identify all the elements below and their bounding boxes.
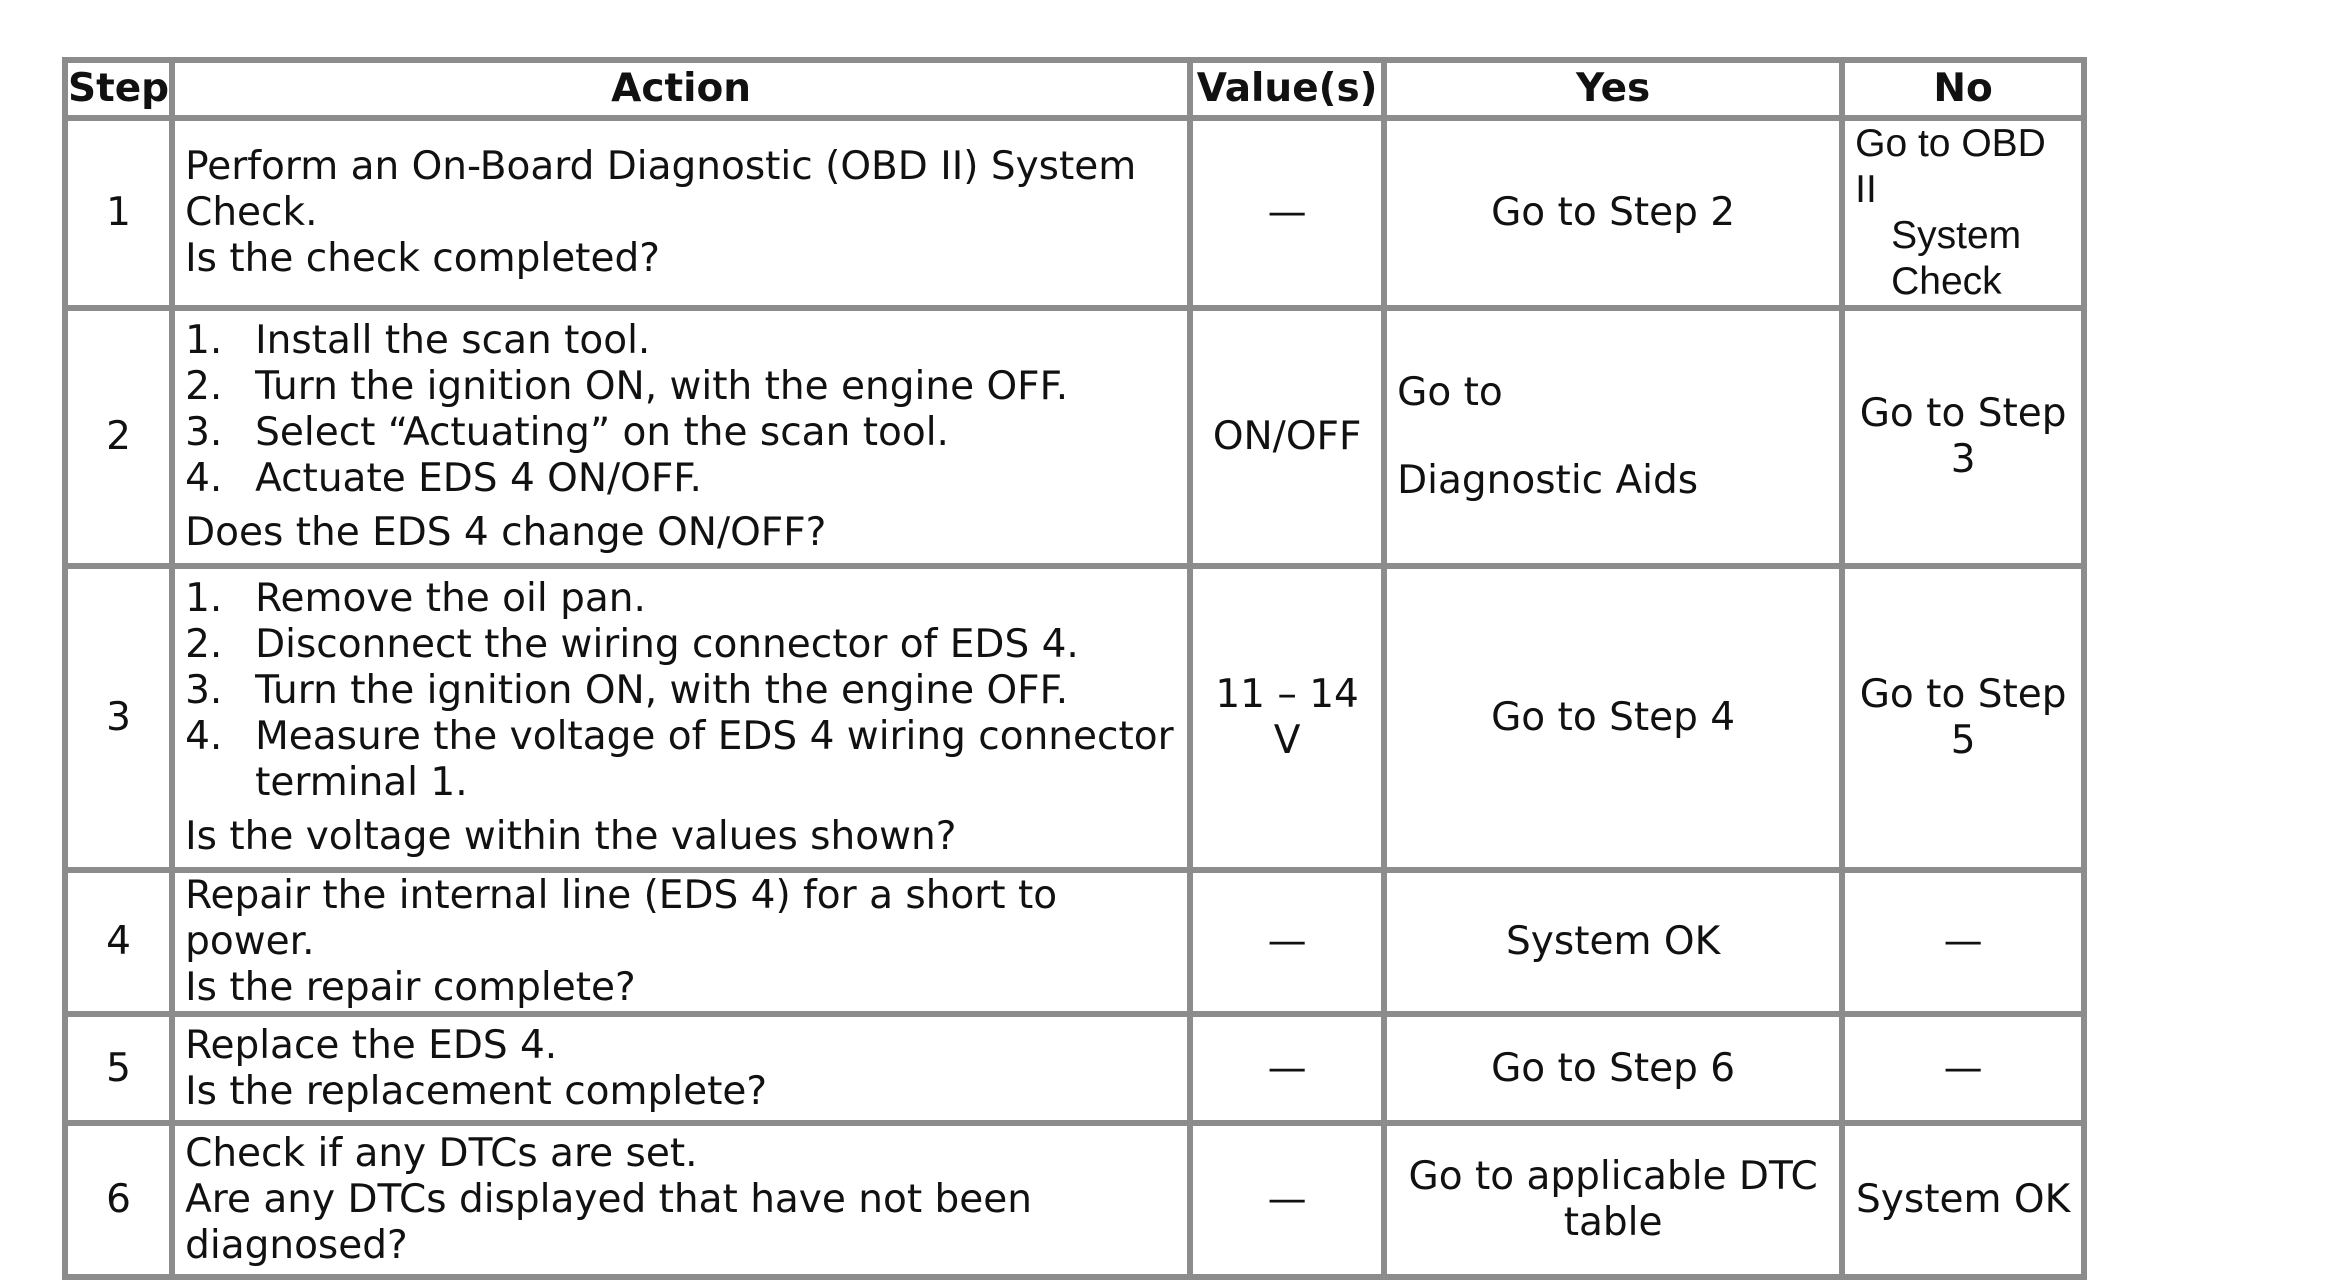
- no-line: System: [1891, 214, 2022, 257]
- no-line: Check: [1891, 260, 2002, 303]
- substep-item: 4. Measure the voltage of EDS 4 wiring co…: [185, 714, 1177, 806]
- table-row: 4 Repair the internal line (EDS 4) for a…: [68, 873, 2082, 1011]
- action-line: Replace the EDS 4.: [185, 1022, 558, 1068]
- table-row: 5 Replace the EDS 4. Is the replacement …: [68, 1017, 2082, 1120]
- yes-line: Go to applicable DTC: [1408, 1154, 1818, 1199]
- substep-list: 1. Remove the oil pan. 2. Disconnect the w…: [185, 576, 1177, 806]
- action-line: Check.: [185, 190, 318, 235]
- action-question: Is the voltage within the values shown?: [185, 814, 957, 859]
- action-line: Are any DTCs displayed that have not bee…: [185, 1177, 1033, 1222]
- substep-number: 2.: [185, 364, 223, 409]
- substep-text: Actuate EDS 4 ON/OFF.: [255, 456, 702, 501]
- value-cell: —: [1193, 873, 1382, 1011]
- value-cell: —: [1193, 1017, 1382, 1120]
- step-number: 1: [68, 121, 170, 305]
- no-line: Go to Step: [1859, 672, 2067, 717]
- action-cell: Replace the EDS 4. Is the replacement co…: [175, 1017, 1188, 1120]
- action-line: Is the replacement complete?: [185, 1068, 768, 1114]
- no-line: Go to Step: [1859, 391, 2067, 436]
- substep-number: 1.: [185, 576, 223, 621]
- action-line: Check if any DTCs are set.: [185, 1131, 698, 1176]
- action-cell: 1. Install the scan tool. 2. Turn the igni…: [175, 311, 1188, 563]
- no-line: Go to OBD II: [1855, 122, 2046, 211]
- header-values: Value(s): [1193, 63, 1382, 115]
- substep-text: Turn the ignition ON, with the engine OF…: [255, 364, 1069, 409]
- value-cell: —: [1193, 121, 1382, 305]
- substep-text: Disconnect the wiring connector of EDS 4…: [255, 622, 1079, 667]
- header-yes: Yes: [1387, 63, 1840, 115]
- no-cell: Go to OBD II System Check: [1845, 121, 2082, 305]
- no-cell: —: [1845, 1017, 2082, 1120]
- substep-number: 4.: [185, 456, 223, 501]
- substep-number: 3.: [185, 668, 223, 713]
- action-question: Does the EDS 4 change ON/OFF?: [185, 510, 827, 555]
- action-cell: Check if any DTCs are set. Are any DTCs …: [175, 1126, 1188, 1274]
- yes-cell: Go to Diagnostic Aids: [1387, 311, 1840, 563]
- action-line: diagnosed?: [185, 1223, 408, 1268]
- step-number: 5: [68, 1017, 170, 1120]
- header-action: Action: [175, 63, 1188, 115]
- substep-item: 1. Remove the oil pan.: [185, 576, 1177, 622]
- value-cell: ON/OFF: [1193, 311, 1382, 563]
- substep-list: 1. Install the scan tool. 2. Turn the igni…: [185, 318, 1177, 502]
- substep-item: 3. Turn the ignition ON, with the engine …: [185, 668, 1177, 714]
- no-cell: —: [1845, 873, 2082, 1011]
- yes-cell: Go to applicable DTC table: [1387, 1126, 1840, 1274]
- table-row: 6 Check if any DTCs are set. Are any DTC…: [68, 1126, 2082, 1274]
- substep-item: 2. Turn the ignition ON, with the engine …: [185, 364, 1177, 410]
- substep-item: 4. Actuate EDS 4 ON/OFF.: [185, 456, 1177, 502]
- substep-text: Remove the oil pan.: [255, 576, 646, 621]
- no-line: 3: [1950, 437, 1976, 482]
- action-line: Perform an On-Board Diagnostic (OBD II) …: [185, 144, 1137, 189]
- no-cell: System OK: [1845, 1126, 2082, 1274]
- substep-number: 1.: [185, 318, 223, 363]
- action-cell: Repair the internal line (EDS 4) for a s…: [175, 873, 1188, 1011]
- yes-cell: Go to Step 2: [1387, 121, 1840, 305]
- yes-line: Diagnostic Aids: [1397, 458, 1699, 503]
- table-row: 1 Perform an On-Board Diagnostic (OBD II…: [68, 121, 2082, 305]
- header-no: No: [1845, 63, 2082, 115]
- substep-text: Select “Actuating” on the scan tool.: [255, 410, 949, 455]
- step-number: 6: [68, 1126, 170, 1274]
- action-line: Repair the internal line (EDS 4) for a s…: [185, 873, 1058, 964]
- action-cell: Perform an On-Board Diagnostic (OBD II) …: [175, 121, 1188, 305]
- value-line: V: [1273, 718, 1301, 763]
- no-line: 5: [1950, 718, 1976, 763]
- substep-item: 2. Disconnect the wiring connector of EDS…: [185, 622, 1177, 668]
- action-cell: 1. Remove the oil pan. 2. Disconnect the w…: [175, 569, 1188, 867]
- step-number: 2: [68, 311, 170, 563]
- table-row: 2 1. Install the scan tool. 2. Turn the ig…: [68, 311, 2082, 563]
- step-number: 3: [68, 569, 170, 867]
- substep-text: Install the scan tool.: [255, 318, 651, 363]
- value-cell: 11 – 14 V: [1193, 569, 1382, 867]
- substep-number: 2.: [185, 622, 223, 667]
- yes-cell: Go to Step 6: [1387, 1017, 1840, 1120]
- action-line: Is the check completed?: [185, 236, 660, 281]
- value-cell: —: [1193, 1126, 1382, 1274]
- yes-cell: System OK: [1387, 873, 1840, 1011]
- substep-text: Turn the ignition ON, with the engine OF…: [255, 668, 1069, 713]
- no-cell: Go to Step 3: [1845, 311, 2082, 563]
- substep-number: 3.: [185, 410, 223, 455]
- substep-number: 4.: [185, 714, 223, 759]
- step-number: 4: [68, 873, 170, 1011]
- yes-cell: Go to Step 4: [1387, 569, 1840, 867]
- table-row: 3 1. Remove the oil pan. 2. Disconnect the…: [68, 569, 2082, 867]
- header-row: Step Action Value(s) Yes No: [68, 63, 2082, 115]
- no-cell: Go to Step 5: [1845, 569, 2082, 867]
- yes-line: table: [1563, 1200, 1663, 1245]
- value-line: 11 – 14: [1215, 672, 1359, 717]
- substep-item: 3. Select “Actuating” on the scan tool.: [185, 410, 1177, 456]
- action-line: Is the repair complete?: [185, 965, 636, 1010]
- header-step: Step: [68, 63, 170, 115]
- yes-line: Go to: [1397, 370, 1503, 415]
- diagnostic-table: Step Action Value(s) Yes No 1 Perform an…: [62, 57, 2088, 1280]
- substep-item: 1. Install the scan tool.: [185, 318, 1177, 364]
- substep-text: Measure the voltage of EDS 4 wiring conn…: [255, 714, 1174, 805]
